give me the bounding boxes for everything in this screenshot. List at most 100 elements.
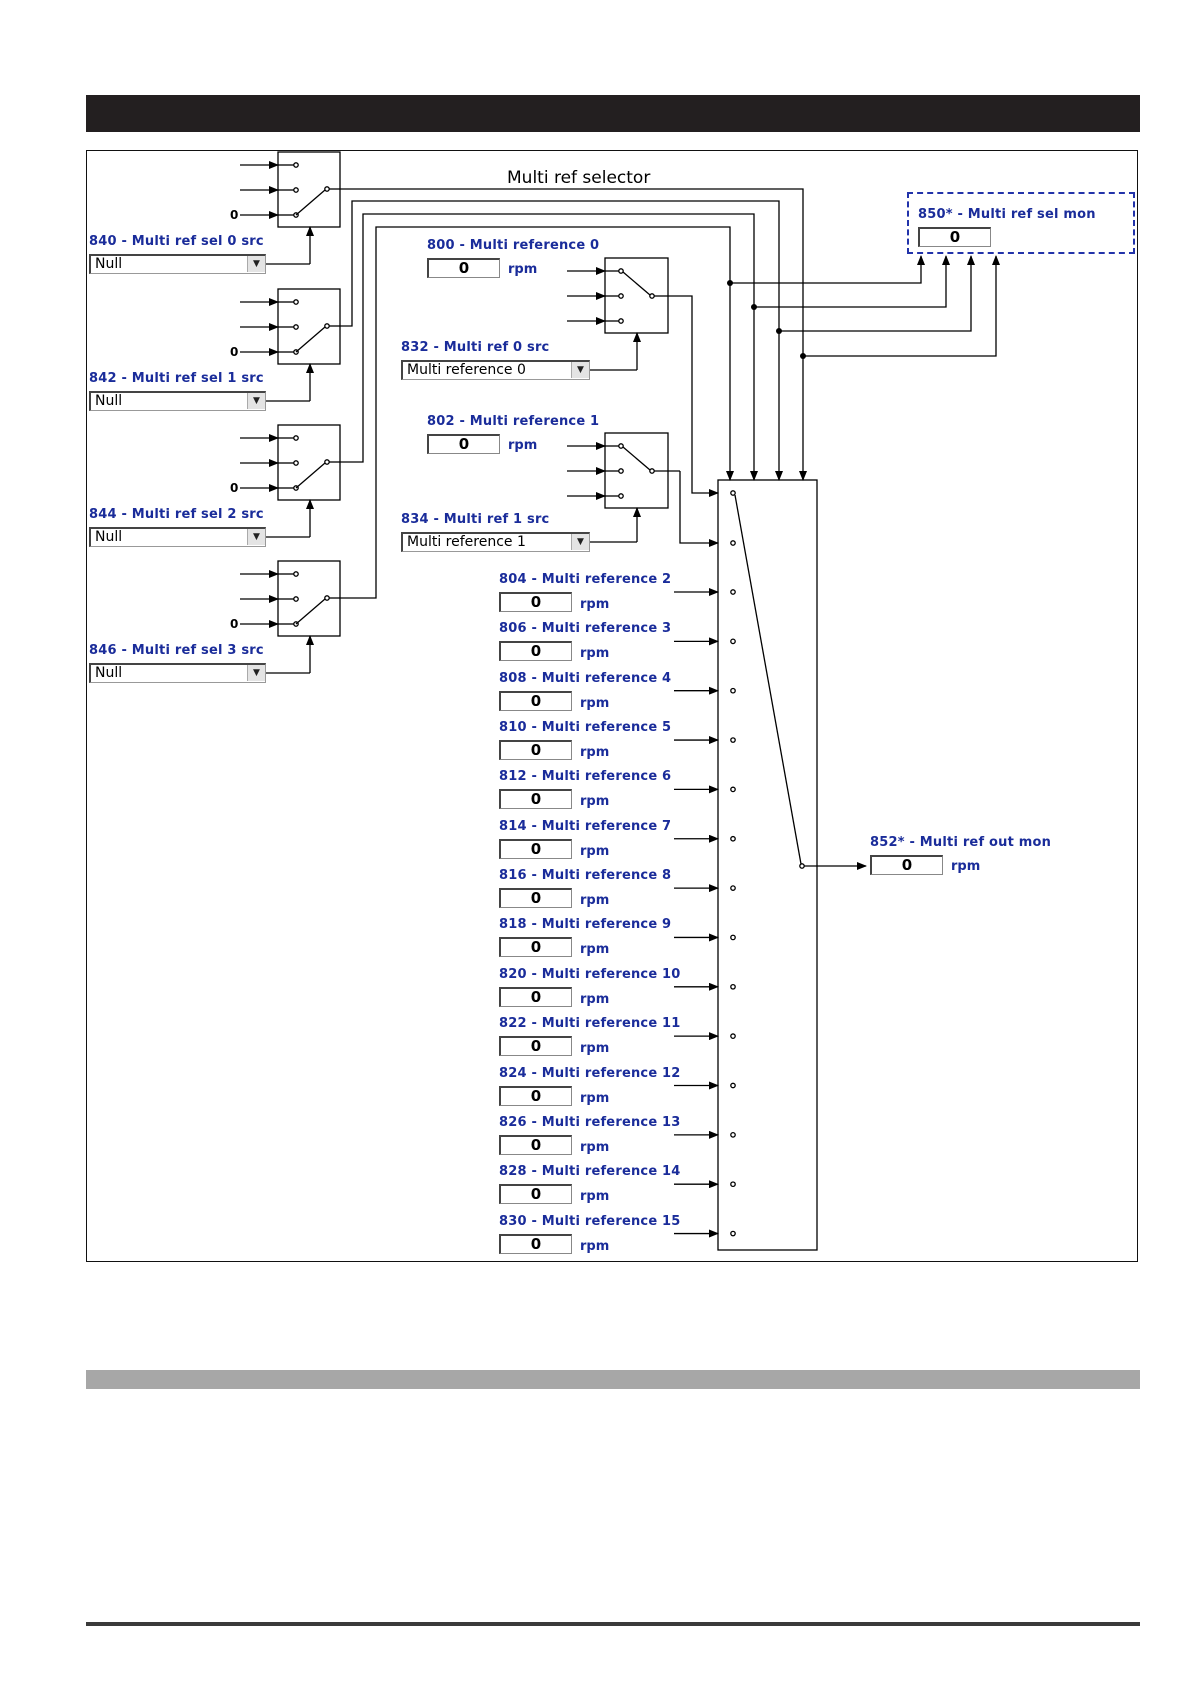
ref10-contact	[730, 983, 736, 990]
ref3-unit: rpm	[580, 646, 610, 662]
ref0-label: 800 - Multi reference 0	[427, 238, 600, 253]
sel-mon-label: 850* - Multi ref sel mon	[918, 207, 1096, 222]
ref11-input[interactable]: 0	[499, 1036, 572, 1057]
sel-switch-1	[240, 288, 341, 402]
sel0-src-dropdown[interactable]: Null ▼	[89, 254, 266, 274]
sel1-src-dropdown[interactable]: Null ▼	[89, 391, 266, 411]
ref15-input[interactable]: 0	[499, 1233, 572, 1254]
ref15-unit: rpm	[580, 1238, 610, 1254]
main-selector	[717, 479, 867, 1251]
out-mon-value: 0	[870, 855, 943, 875]
sel-switch-0	[240, 151, 341, 265]
ref8-contact	[730, 885, 736, 891]
ref0-src-dropdown[interactable]: Multi reference 0 ▼	[401, 360, 590, 380]
ref9-label: 818 - Multi reference 9	[499, 917, 672, 933]
ref10-unit: rpm	[580, 991, 610, 1007]
ref1-src-dropdown[interactable]: Multi reference 1 ▼	[401, 532, 590, 552]
ref9-unit: rpm	[580, 942, 610, 958]
ref12-label: 824 - Multi reference 12	[499, 1065, 681, 1081]
ref4-unit: rpm	[580, 695, 610, 711]
out-mon-unit: rpm	[951, 859, 981, 874]
sel1-src-label: 842 - Multi ref sel 1 src	[89, 371, 264, 386]
ref4-input[interactable]: 0	[499, 690, 572, 711]
ref2-contact	[730, 589, 736, 595]
ref8-label: 816 - Multi reference 8	[499, 868, 672, 884]
ref1-unit: rpm	[508, 438, 538, 453]
chevron-down-icon[interactable]: ▼	[247, 256, 265, 272]
zero-input-label: 0	[230, 345, 239, 359]
chevron-down-icon[interactable]: ▼	[247, 665, 265, 681]
chevron-down-icon[interactable]: ▼	[247, 393, 265, 409]
sel1-src-value: Null	[95, 393, 123, 409]
ref11-label: 822 - Multi reference 11	[499, 1016, 681, 1032]
ref0-src-label: 832 - Multi ref 0 src	[401, 340, 550, 355]
header-bar	[86, 95, 1140, 132]
ref6-contact	[730, 786, 736, 793]
ref1-src-value: Multi reference 1	[407, 534, 526, 550]
section-divider-bar	[86, 1370, 1140, 1389]
ref14-contact	[730, 1181, 736, 1188]
zero-input-label: 0	[230, 481, 239, 495]
sel-switch-3	[240, 560, 341, 674]
ref1-input[interactable]: 0	[427, 434, 500, 454]
ref6-unit: rpm	[580, 794, 610, 810]
ref7-label: 814 - Multi reference 7	[499, 818, 672, 834]
diagram-title: Multi ref selector	[507, 168, 651, 188]
ref9-input[interactable]: 0	[499, 937, 572, 958]
chevron-down-icon[interactable]: ▼	[571, 534, 589, 550]
zero-input-label: 0	[230, 208, 239, 222]
sel-mon-group	[907, 192, 1135, 254]
ref12-contact	[730, 1082, 736, 1089]
ref4-label: 808 - Multi reference 4	[499, 670, 672, 686]
ref0-unit: rpm	[508, 262, 538, 277]
ref1-src-label: 834 - Multi ref 1 src	[401, 512, 550, 527]
ref14-input[interactable]: 0	[499, 1184, 572, 1205]
chevron-down-icon[interactable]: ▼	[571, 362, 589, 378]
ref5-label: 810 - Multi reference 5	[499, 720, 672, 736]
ref12-input[interactable]: 0	[499, 1085, 572, 1106]
ref7-input[interactable]: 0	[499, 838, 572, 859]
ref2-label: 804 - Multi reference 2	[499, 572, 672, 587]
ref13-unit: rpm	[580, 1139, 610, 1155]
ref9-contact	[730, 934, 736, 941]
ref14-label: 828 - Multi reference 14	[499, 1164, 681, 1180]
ref10-label: 820 - Multi reference 10	[499, 966, 681, 982]
out-mon-label: 852* - Multi ref out mon	[870, 835, 1052, 850]
ref2-unit: rpm	[580, 597, 610, 612]
ref6-input[interactable]: 0	[499, 789, 572, 810]
ref0-src-value: Multi reference 0	[407, 362, 526, 378]
sel2-src-label: 844 - Multi ref sel 2 src	[89, 507, 264, 522]
ref5-unit: rpm	[580, 745, 610, 761]
ref13-input[interactable]: 0	[499, 1134, 572, 1155]
ref14-unit: rpm	[580, 1189, 610, 1205]
ref12-unit: rpm	[580, 1090, 610, 1106]
ref0-switch	[567, 257, 719, 497]
chevron-down-icon[interactable]: ▼	[247, 529, 265, 545]
ref0-input[interactable]: 0	[427, 258, 500, 278]
zero-input-label: 0	[230, 617, 239, 631]
ref8-input[interactable]: 0	[499, 888, 572, 909]
ref10-input[interactable]: 0	[499, 986, 572, 1007]
sel0-src-value: Null	[95, 256, 123, 272]
ref15-label: 830 - Multi reference 15	[499, 1213, 681, 1229]
ref6-label: 812 - Multi reference 6	[499, 769, 672, 785]
ref3-label: 806 - Multi reference 3	[499, 621, 672, 637]
ref1-label: 802 - Multi reference 1	[427, 414, 600, 429]
ref5-contact	[730, 737, 736, 743]
sel3-src-value: Null	[95, 665, 123, 681]
ref5-input[interactable]: 0	[499, 740, 572, 761]
ref13-label: 826 - Multi reference 13	[499, 1114, 681, 1130]
ref7-unit: rpm	[580, 843, 610, 859]
footer-rule	[86, 1622, 1140, 1626]
ref3-input[interactable]: 0	[499, 641, 572, 662]
ref4-contact	[730, 687, 736, 694]
sel3-src-label: 846 - Multi ref sel 3 src	[89, 643, 264, 658]
sel-mon-value: 0	[918, 227, 991, 247]
ref2-input[interactable]: 0	[499, 592, 572, 612]
ref7-contact	[730, 835, 736, 842]
ref15-contact	[730, 1230, 736, 1237]
sel3-src-dropdown[interactable]: Null ▼	[89, 663, 266, 683]
ref11-unit: rpm	[580, 1041, 610, 1057]
sel2-src-dropdown[interactable]: Null ▼	[89, 527, 266, 547]
sel0-src-label: 840 - Multi ref sel 0 src	[89, 234, 264, 249]
